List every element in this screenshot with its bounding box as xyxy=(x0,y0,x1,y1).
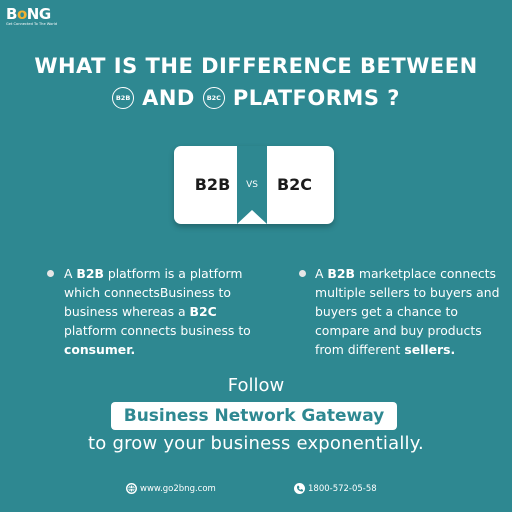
footer-phone[interactable]: 1800-572-05-58 xyxy=(294,483,377,494)
logo-mark: BoNG xyxy=(6,6,66,22)
logo-globe-icon: o xyxy=(16,5,27,23)
bullet-dot-2 xyxy=(299,270,306,277)
follow-text: Follow xyxy=(227,375,285,396)
bullet-text-2: A B2B marketplace connects multiple sell… xyxy=(315,266,500,357)
b2b-badge-icon: B2B xyxy=(112,87,135,109)
bullet-dot-1 xyxy=(47,270,54,277)
logo-letter-n: N xyxy=(26,5,40,23)
compare-right-label: B2C xyxy=(276,175,313,194)
heading-and: AND xyxy=(142,86,195,110)
brand-name-pill: Business Network Gateway xyxy=(111,402,397,430)
cta-tagline: to grow your business exponentially. xyxy=(88,433,424,454)
b2c-badge-icon: B2C xyxy=(202,87,225,109)
heading-platforms: PLATFORMS ? xyxy=(232,86,400,110)
compare-left-label: B2B xyxy=(194,175,231,194)
globe-icon xyxy=(126,483,137,494)
heading-line-2: B2B AND B2C PLATFORMS ? xyxy=(0,86,512,110)
website-text: www.go2bng.com xyxy=(140,483,216,494)
bullet-text-1: A B2B platform is a platform which conne… xyxy=(64,266,251,357)
heading-line-1: WHAT IS THE DIFFERENCE BETWEEN xyxy=(34,54,478,78)
logo-tagline: Get Connected To The World xyxy=(6,22,58,26)
phone-text: 1800-572-05-58 xyxy=(308,483,377,494)
brand-logo: BoNG Get Connected To The World xyxy=(6,6,66,36)
footer-website[interactable]: www.go2bng.com xyxy=(126,483,216,494)
logo-letter-b: B xyxy=(6,5,17,23)
phone-icon xyxy=(294,483,305,494)
logo-letter-g: G xyxy=(38,5,51,23)
compare-vs-label: VS xyxy=(246,180,258,190)
